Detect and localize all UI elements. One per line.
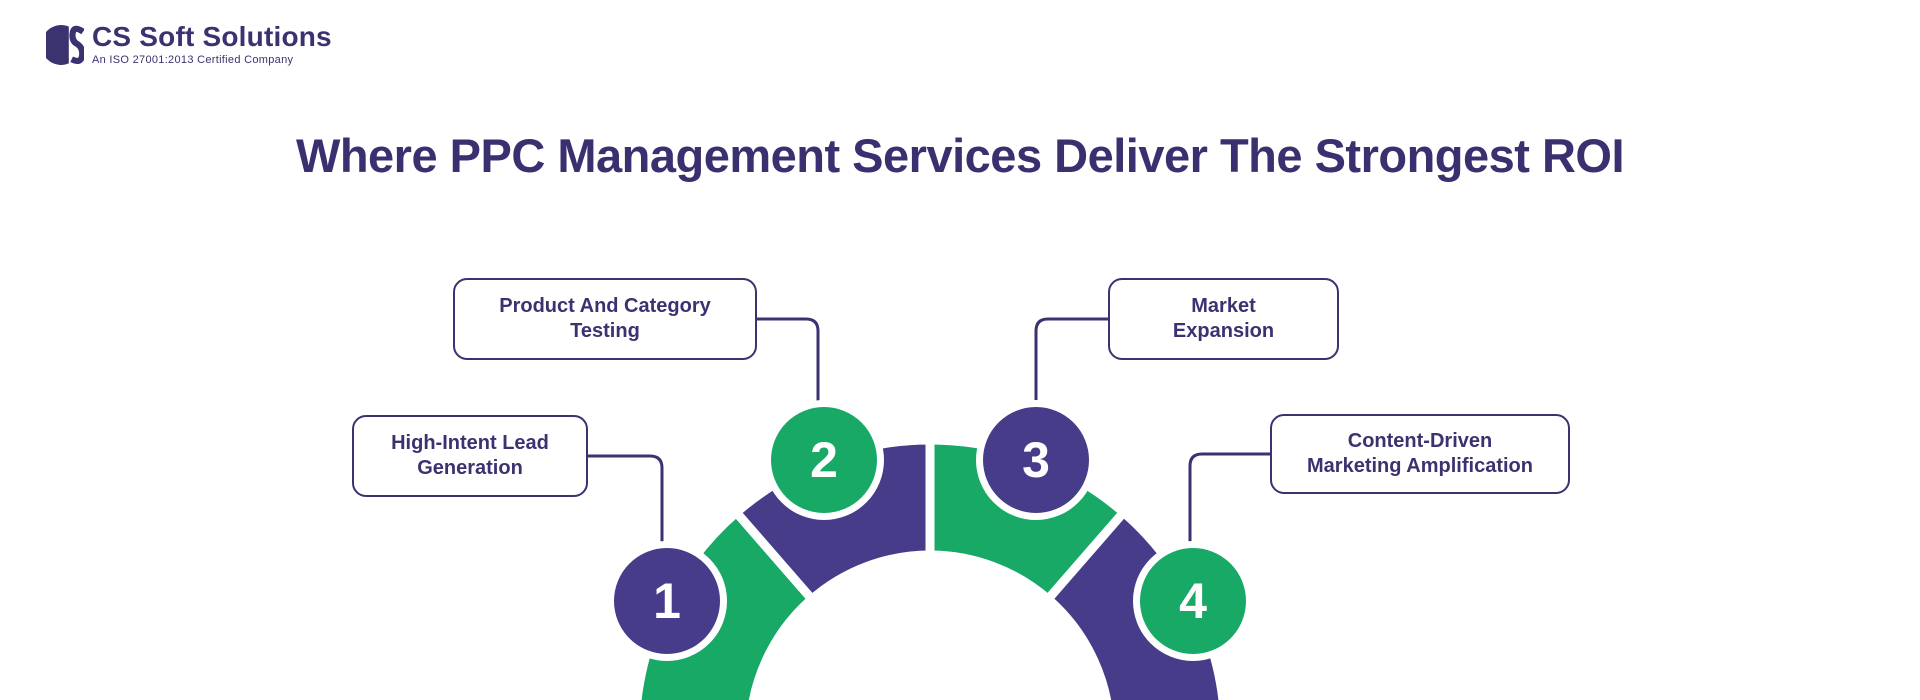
step-circle-1: 1 (607, 541, 727, 661)
logo-name: CS Soft Solutions (92, 21, 332, 52)
step-number-4: 4 (1179, 573, 1207, 629)
step-label-box-4: Content-Driven Marketing Amplification (1270, 414, 1570, 494)
step-circle-3: 3 (976, 400, 1096, 520)
step-label-box-2: Product And Category Testing (453, 278, 757, 360)
step-label-3: Market Expansion (1172, 295, 1275, 342)
logo-text: CS Soft Solutions An ISO 27001:2013 Cert… (92, 21, 332, 67)
cs-soft-solutions-logo-icon (46, 25, 84, 65)
connector-line-2 (757, 317, 820, 412)
step-label-box-1: High-Intent Lead Generation (352, 415, 588, 497)
step-label-box-3: Market Expansion (1108, 278, 1339, 360)
step-circle-4: 4 (1133, 541, 1253, 661)
step-label-2: Product And Category Testing (499, 295, 711, 342)
logo-tagline: An ISO 27001:2013 Certified Company (92, 54, 294, 66)
connector-line-1 (588, 454, 664, 552)
connector-line-4 (1188, 452, 1270, 552)
step-number-3: 3 (1022, 432, 1050, 488)
step-label-4: Content-Driven Marketing Amplification (1307, 430, 1533, 477)
logo: CS Soft Solutions An ISO 27001:2013 Cert… (46, 22, 332, 68)
step-number-1: 1 (653, 573, 681, 629)
step-label-1: High-Intent Lead Generation (391, 432, 549, 479)
step-circle-2: 2 (764, 400, 884, 520)
page-title: Where PPC Management Services Deliver Th… (295, 129, 1625, 182)
connector-line-3 (1034, 317, 1108, 412)
step-number-2: 2 (810, 432, 838, 488)
